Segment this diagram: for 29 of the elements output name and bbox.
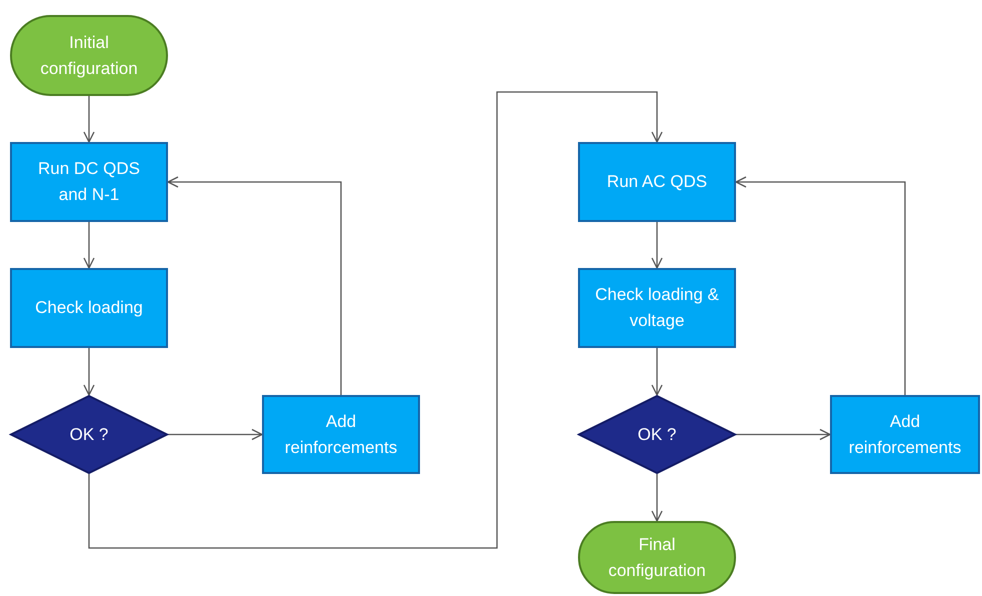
arrow bbox=[167, 176, 342, 395]
arrow bbox=[651, 222, 663, 269]
arrow bbox=[83, 222, 95, 269]
process-box bbox=[10, 142, 168, 222]
node-label: Add reinforcements bbox=[284, 410, 398, 458]
node-label: Check loading bbox=[35, 297, 143, 319]
node-label: Check loading & voltage bbox=[594, 284, 720, 332]
arrow bbox=[736, 428, 831, 440]
arrow bbox=[651, 474, 663, 522]
arrow bbox=[88, 91, 663, 549]
node-label: Run AC QDS bbox=[606, 171, 708, 193]
arrow bbox=[83, 348, 95, 396]
process-box bbox=[262, 395, 420, 474]
arrow bbox=[83, 96, 95, 143]
arrow bbox=[735, 176, 906, 395]
process-box bbox=[10, 268, 168, 348]
decision-diamond bbox=[10, 395, 168, 474]
process-box bbox=[830, 395, 980, 474]
process-box bbox=[578, 268, 736, 348]
node-label: Final configuration bbox=[607, 534, 707, 582]
arrow bbox=[168, 428, 263, 440]
node-label: OK ? bbox=[70, 424, 108, 446]
decision-diamond bbox=[578, 395, 736, 474]
node-label: Run DC QDS and N-1 bbox=[36, 158, 142, 206]
arrow bbox=[651, 348, 663, 396]
node-label: Add reinforcements bbox=[848, 410, 962, 458]
process-box bbox=[578, 142, 736, 222]
node-label: OK ? bbox=[638, 424, 676, 446]
node-label: Initial configuration bbox=[39, 32, 139, 80]
